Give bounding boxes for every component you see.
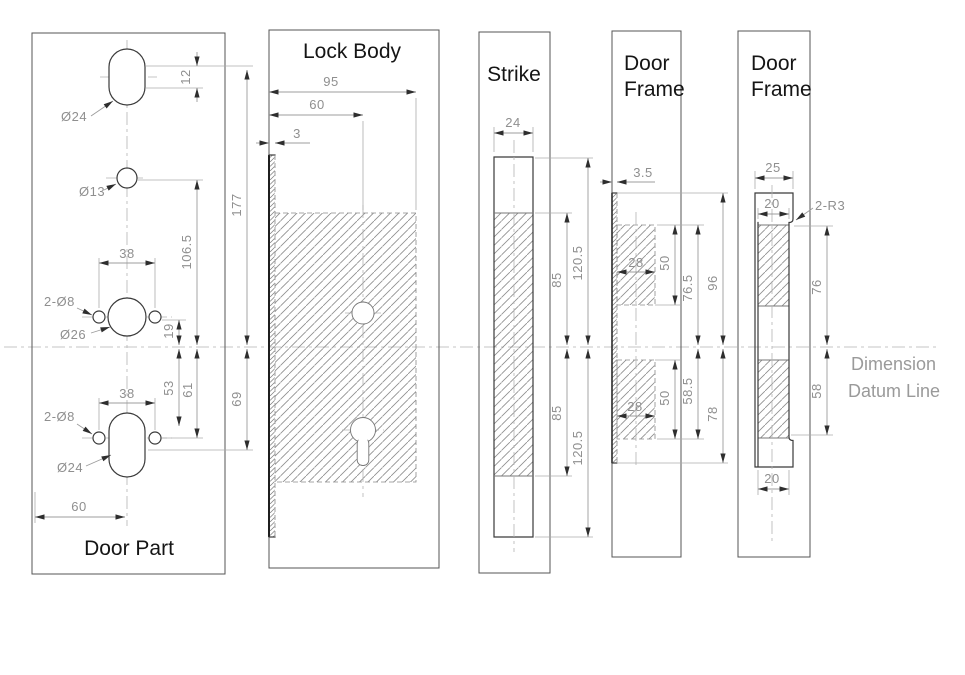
dim-label: 95 [323,74,338,89]
dim-label: 19 [161,323,176,338]
strike-dimension-lines [494,130,591,537]
door-frame-right-panel: Door Frame 25 20 2-R3 [737,30,845,558]
strike-hatch [494,213,533,476]
dim-label: 50 [657,390,672,405]
dim-label: 24 [505,115,520,130]
door-part-dimension-lines [35,52,250,520]
dim-label: 177 [229,193,244,216]
dim-label: 120.5 [570,430,585,465]
dim-label: Ø24 [61,109,87,124]
dim-label: 76.5 [680,274,695,301]
lock-body-panel: Lock Body 95 60 3 [256,29,440,569]
datum-label: Dimension Datum Line [848,354,940,401]
bottom-oval-hole [108,412,146,478]
dim-label: 38 [119,246,134,261]
dim-label: 50 [657,255,672,270]
dim-label: Ø13 [79,184,105,199]
strike-plate-outline [493,156,534,538]
door-part-panel: Ø24 12 177 Ø13 106.5 38 2-Ø8 Ø26 19 53 6… [31,32,253,575]
dim-label: 58 [809,383,824,398]
dim-label: 28 [628,255,643,270]
phi13-hole [116,167,138,189]
door-frame-title-line1: Door [624,52,670,75]
door-part-title: Door Part [84,537,174,560]
door-frame-right-border [737,30,811,558]
dim-label: 53 [161,380,176,395]
strike-border [478,31,551,574]
dim-label: 61 [180,382,195,397]
strike-panel: Strike 24 85 120.5 85 120.5 [478,31,593,574]
door-frame-mid-dimension-lines [600,179,726,463]
dim-label: 76 [809,279,824,294]
dim-label: 28 [627,399,642,414]
frame-strip-hatch [612,193,617,463]
door-part-leaders [76,100,117,467]
datum-label-line2: Datum Line [848,381,940,401]
phi8-hole [148,310,162,324]
dim-label: 78 [705,406,720,421]
phi8-hole [92,310,106,324]
pocket-hatch [758,360,789,438]
lock-body-extension-lines [362,98,417,210]
door-frame-mid-panel: Door Frame [600,30,728,558]
phi26-hole [107,297,147,337]
dim-label: 85 [549,272,564,287]
faceplate-hatch [269,155,275,537]
strike-extension-lines [493,127,593,538]
door-frame-title-line2: Frame [624,78,685,101]
dim-label: Ø24 [57,460,83,475]
lock-case-hatch [275,213,416,482]
phi8-hole [148,431,162,445]
dim-label: 2-Ø8 [44,294,75,309]
dim-label: 2-Ø8 [44,409,75,424]
spindle-hole [351,301,375,325]
datum-label-line1: Dimension [851,354,936,374]
pocket-outline [754,192,794,468]
door-frame-mid-extension-lines [617,192,728,464]
dim-label: 96 [705,275,720,290]
door-frame-right-extension-lines [754,171,833,495]
door-frame-title-line2: Frame [751,78,812,101]
dim-label: 3.5 [633,165,653,180]
dim-label: 60 [71,499,86,514]
door-frame-right-dimension-lines [755,175,830,492]
dim-label: 20 [764,471,779,486]
lock-body-dimension-lines [256,89,416,146]
dim-label: 120.5 [570,245,585,280]
lock-case-outline [275,212,417,483]
pocket-hatch [758,225,789,306]
dim-label: Ø26 [60,327,86,342]
lock-body-title: Lock Body [303,40,402,63]
dim-label: 25 [765,160,780,175]
dim-label: 20 [764,196,779,211]
dim-label: 12 [178,69,193,84]
dim-label: 69 [229,391,244,406]
door-part-border [31,32,226,575]
dim-label: 38 [119,386,134,401]
dim-label: 2-R3 [815,198,845,213]
dim-label: 106.5 [179,234,194,269]
strike-title: Strike [487,63,541,86]
dim-label: 85 [549,405,564,420]
dim-label: 3 [293,126,301,141]
top-oval-hole [108,48,146,106]
dim-label: 58.5 [680,377,695,404]
phi8-hole [92,431,106,445]
door-frame-title-line1: Door [751,52,797,75]
dim-label: 60 [309,97,324,112]
cylinder-keyhole [350,417,376,466]
